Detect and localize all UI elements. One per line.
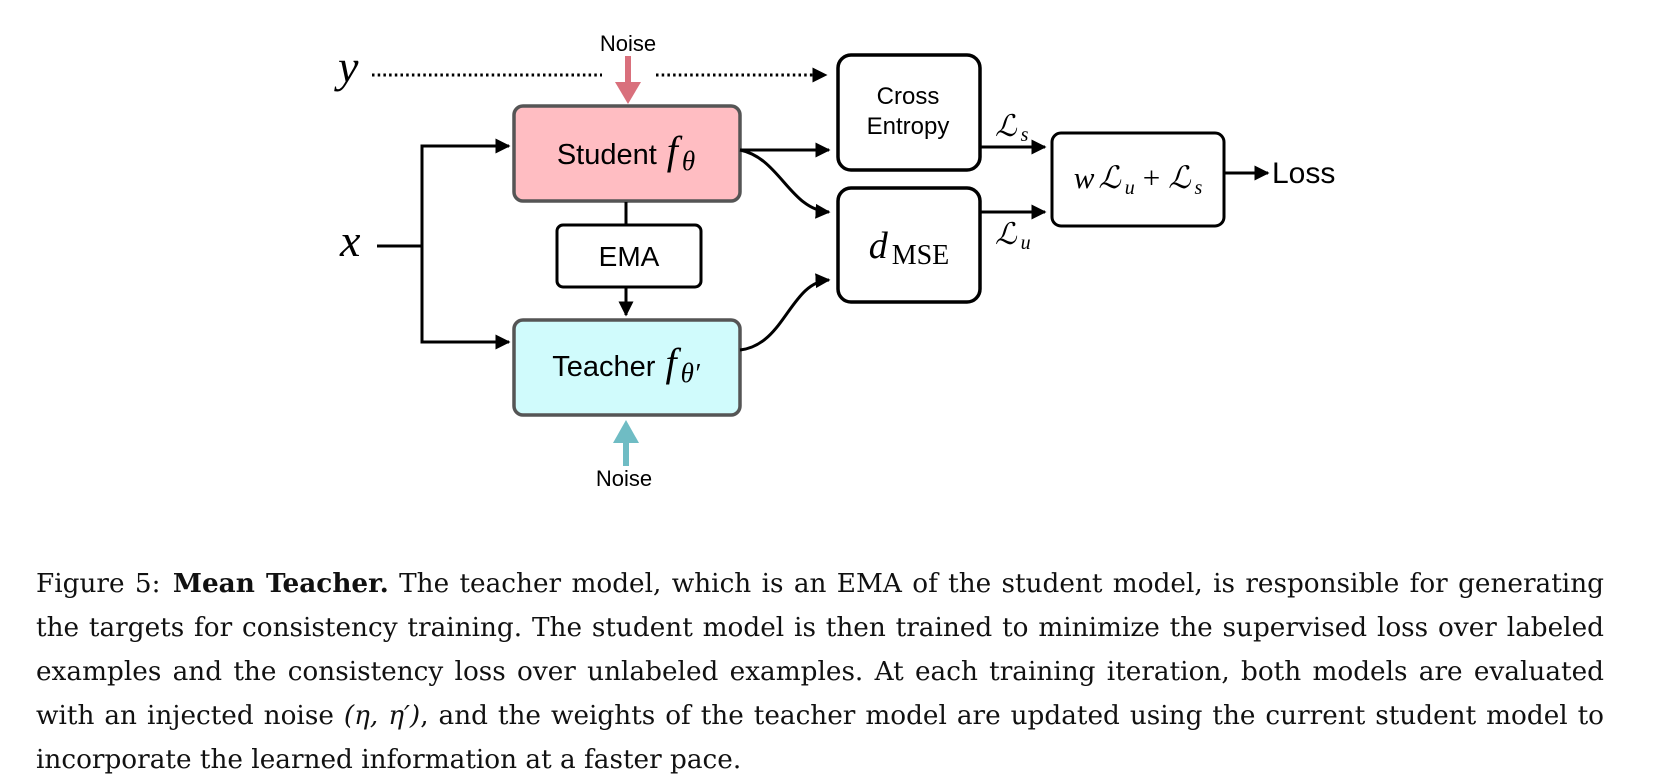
noise-bottom-label: Noise: [596, 466, 652, 491]
dmse-label: d MSE: [869, 225, 950, 271]
ema-box: [555, 223, 703, 289]
student-label: Student f θ: [557, 128, 695, 176]
noise-top-arrow-head: [615, 82, 641, 104]
noise-top-label: Noise: [600, 31, 656, 56]
noise-bottom-arrow-head: [613, 420, 639, 443]
lu-label: ℒ u: [995, 218, 1031, 254]
ema-label: EMA: [599, 241, 660, 272]
teacher-box: [512, 318, 742, 417]
teacher-to-dmse-curve: [739, 273, 831, 352]
caption-noise-math: (η, η′): [343, 701, 421, 732]
x-input-label: x: [339, 215, 361, 266]
loss-output-label: Loss: [1272, 157, 1335, 190]
mean-teacher-diagram: y Noise x Student f θ EMA Teacher f θ′ N…: [334, 31, 1335, 491]
ls-label: ℒ s: [995, 110, 1029, 146]
combine-loss-formula: w ℒ u + ℒ s: [1074, 160, 1203, 199]
caption-title: Mean Teacher.: [172, 568, 389, 600]
cross-entropy-box: [836, 53, 982, 172]
caption-body-part2: , and the weights of the teacher model a…: [36, 701, 1605, 776]
figure-caption: Figure 5: Mean Teacher. The teacher mode…: [36, 562, 1604, 782]
student-to-dmse-curve: [739, 148, 831, 219]
cross-entropy-label-line1: Cross: [877, 83, 940, 110]
combine-loss-box: [1050, 131, 1226, 228]
y-input-label: y: [334, 41, 359, 92]
student-box: [512, 104, 742, 203]
caption-figure-label: Figure 5:: [36, 569, 161, 600]
cross-entropy-label-line2: Entropy: [867, 113, 950, 140]
dmse-box: [836, 186, 982, 304]
caption-body-part1: The teacher model, which is an EMA of th…: [36, 569, 1604, 732]
